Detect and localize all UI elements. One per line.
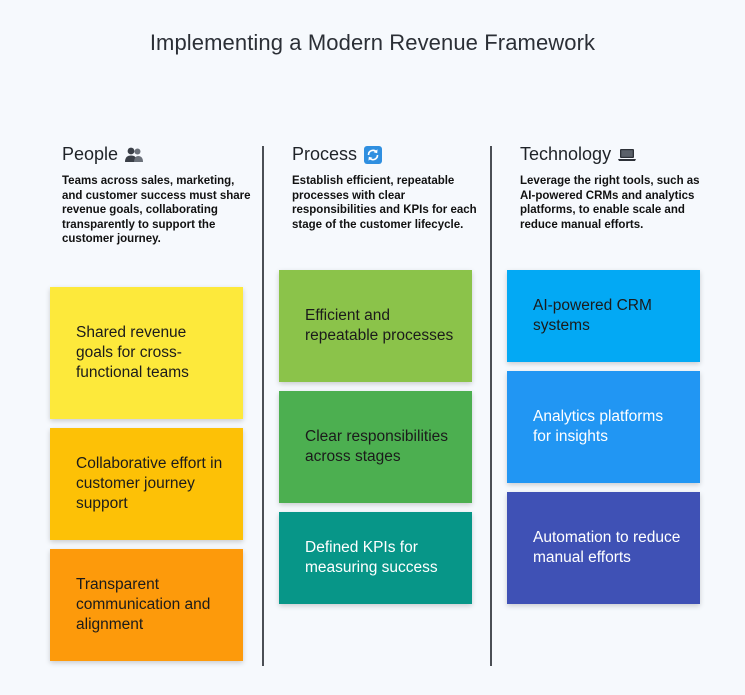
column-description-process: Establish efficient, repeatable processe… [292, 175, 477, 231]
card-label: Automation to reduce manual efforts [533, 529, 681, 566]
card-label: Efficient and repeatable processes [305, 307, 454, 344]
card-label: Transparent communication and alignment [76, 576, 211, 633]
page-title: Implementing a Modern Revenue Framework [149, 30, 596, 55]
refresh-icon [363, 145, 383, 164]
people-card-collaboration: Collaborative effort in customer journey… [50, 428, 243, 540]
column-heading-people: People [62, 144, 144, 165]
process-card-kpis: Defined KPIs for measuring success [279, 512, 472, 604]
technology-card-automation: Automation to reduce manual efforts [507, 492, 700, 604]
laptop-icon [617, 146, 637, 164]
column-heading-label: Technology [520, 144, 612, 164]
column-heading-process: Process [292, 144, 383, 165]
card-label: Clear responsibilities across stages [305, 428, 449, 465]
people-card-shared-goals: Shared revenue goals for cross-functiona… [50, 287, 243, 419]
column-divider [262, 146, 264, 666]
column-heading-label: Process [292, 144, 358, 164]
card-label: Shared revenue goals for cross-functiona… [76, 324, 189, 381]
technology-card-analytics: Analytics platforms for insights [507, 371, 700, 483]
column-divider [490, 146, 492, 666]
card-label: Defined KPIs for measuring success [305, 539, 438, 576]
column-description-technology: Leverage the right tools, such as AI-pow… [520, 175, 700, 231]
card-label: Analytics platforms for insights [533, 408, 664, 445]
card-label: Collaborative effort in customer journey… [76, 455, 223, 512]
column-heading-technology: Technology [520, 144, 637, 165]
column-description-people: Teams across sales, marketing, and custo… [62, 175, 251, 245]
technology-card-crm: AI-powered CRM systems [507, 270, 700, 362]
process-card-responsibilities: Clear responsibilities across stages [279, 391, 472, 503]
process-card-efficient: Efficient and repeatable processes [279, 270, 472, 382]
people-card-communication: Transparent communication and alignment [50, 549, 243, 661]
column-heading-label: People [62, 144, 119, 164]
card-label: AI-powered CRM systems [533, 297, 652, 334]
people-icon [124, 146, 144, 164]
